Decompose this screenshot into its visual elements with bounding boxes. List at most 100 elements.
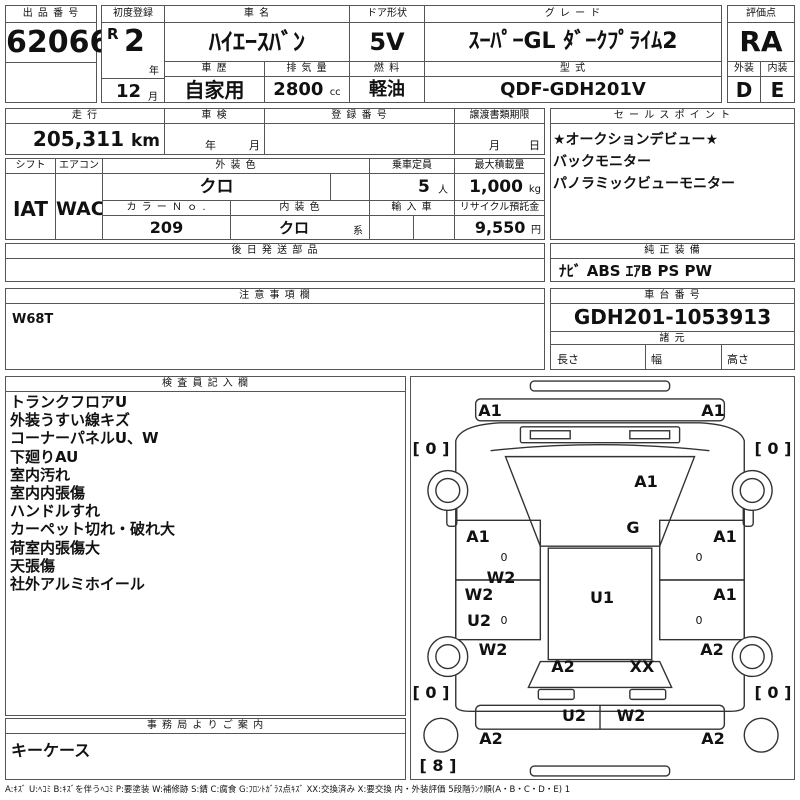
small-mark: 0 xyxy=(500,614,508,627)
damage-mark: A2 xyxy=(701,729,725,748)
interior-grade-label: 内装 xyxy=(761,62,794,77)
vehicle-diagram xyxy=(423,380,779,777)
damage-mark: A1 xyxy=(466,527,490,546)
aircon-label: エアコン xyxy=(56,159,102,174)
recycle-fee-label: リサイクル預託金 xyxy=(455,201,544,216)
wheel-rear-right-hub xyxy=(739,643,765,670)
era: R xyxy=(107,25,119,43)
sales-point-item: バックモニター xyxy=(553,154,651,170)
registration-year: 2 xyxy=(124,24,145,59)
grade-box: グ レ ー ド ｽｰﾊﾟｰGL ﾀﾞｰｸﾌﾟﾗｲﾑ2 xyxy=(424,5,722,62)
door-box: ドア形状 5V xyxy=(349,5,425,62)
max-load-value: 1,000 kg xyxy=(469,175,541,202)
registration-number-box: 登 録 番 号 xyxy=(264,108,455,155)
inspector-notes-box: 検 査 員 記 入 欄 トランクフロアU 外装うすい線キズ コーナーパネルU、W… xyxy=(5,376,406,716)
exterior-color-label: 外 装 色 xyxy=(103,159,369,174)
registration-number-label: 登 録 番 号 xyxy=(265,109,454,124)
notes-label: 注 意 事 項 欄 xyxy=(6,289,544,304)
damage-mark: A1 xyxy=(634,472,658,491)
transfer-month-unit: 月 xyxy=(489,139,500,152)
recycle-fee-unit: 円 xyxy=(531,225,541,236)
interior-grade-box: 内装 E xyxy=(760,61,795,103)
inspector-note: ハンドルすれ xyxy=(10,502,101,521)
lot-number-label: 出 品 番 号 xyxy=(6,6,96,23)
height-label: 高さ xyxy=(727,353,749,366)
tire-mark: [ 0 ] xyxy=(754,683,792,702)
inspector-note: 下廻りAU xyxy=(10,447,79,466)
chassis-box: 車 台 番 号 GDH201-1053913 諸 元 長さ 幅 高さ xyxy=(550,288,795,370)
office-notice-label: 事 務 局 よ り ご 案 内 xyxy=(6,719,405,734)
aircon-box: エアコン WAC xyxy=(55,158,105,240)
history: 自家用 xyxy=(184,78,245,102)
wheels xyxy=(423,469,779,753)
mileage-value: 205,311 km xyxy=(33,126,160,154)
windshield xyxy=(504,455,696,547)
recycle-fee-box: リサイクル預託金 9,550 円 xyxy=(454,200,545,240)
tail-light-right xyxy=(629,688,667,701)
year-unit: 年 xyxy=(149,66,159,77)
tire-mark: [ 0 ] xyxy=(412,439,450,458)
body-outline xyxy=(455,422,745,713)
inspection-box: 車 検 年 月 xyxy=(164,108,265,155)
standard-equipment: ﾅﾋﾞ ABS ｴｱB PS PW xyxy=(559,262,713,280)
month-unit: 月 xyxy=(148,92,158,103)
damage-mark: A2 xyxy=(700,640,724,659)
grade-label: グ レ ー ド xyxy=(425,6,721,23)
inspector-note: 社外アルミホイール xyxy=(10,575,145,594)
length-label: 長さ xyxy=(557,353,579,366)
damage-mark: W2 xyxy=(478,640,508,659)
mileage-box: 走 行 205,311 km xyxy=(5,108,165,155)
chassis-number: GDH201-1053913 xyxy=(573,305,772,329)
fuel-box: 燃 料 軽油 xyxy=(349,61,425,103)
exterior-color: クロ xyxy=(199,177,234,197)
tire-mark: [ 0 ] xyxy=(754,439,792,458)
damage-mark: A1 xyxy=(701,401,725,420)
office-notice-box: 事 務 局 よ り ご 案 内 キーケース xyxy=(5,718,406,780)
grade: ｽｰﾊﾟｰGL ﾀﾞｰｸﾌﾟﾗｲﾑ2 xyxy=(468,29,678,54)
damage-mark: A1 xyxy=(713,585,737,604)
lot-number-box: 出 品 番 号 62066 xyxy=(5,5,110,103)
inspection-label: 車 検 xyxy=(165,109,264,124)
inspector-note: トランクフロアU xyxy=(10,393,128,411)
damage-mark: U1 xyxy=(589,588,615,607)
sales-point-item: ★オークションデビュー★ xyxy=(553,132,719,148)
first-registration-label: 初度登録 xyxy=(102,6,164,23)
notes-box: 注 意 事 項 欄 W68T xyxy=(5,288,545,370)
history-box: 車 歴 自家用 xyxy=(164,61,265,103)
rear-bottom-bar xyxy=(529,765,671,777)
shift-box: シフト IAT xyxy=(5,158,56,240)
displacement-unit: cc xyxy=(329,87,341,98)
transfer-day-unit: 日 xyxy=(529,139,540,152)
interior-color: クロ xyxy=(279,219,310,237)
front-bumper xyxy=(474,398,726,422)
sales-points-label: セ ー ル ス ポ イ ン ト xyxy=(551,109,794,124)
standard-equipment-box: 純 正 装 備 ﾅﾋﾞ ABS ｴｱB PS PW xyxy=(550,243,795,282)
later-parts-label: 後 日 発 送 部 品 xyxy=(6,244,544,259)
front-top-bar xyxy=(529,380,671,392)
mileage-label: 走 行 xyxy=(6,109,164,124)
inspector-note: 外装うすい線キズ xyxy=(10,411,131,430)
recycle-fee: 9,550 xyxy=(474,218,526,237)
small-mark: 0 xyxy=(695,614,703,627)
capacity-unit: 人 xyxy=(438,185,448,196)
capacity-box: 乗車定員 5 人 xyxy=(369,158,455,201)
spare-tire-mark: [ 8 ] xyxy=(419,756,457,775)
first-registration-box: 初度登録 R 2 年 12 月 xyxy=(101,5,165,103)
displacement-value: 2800 cc xyxy=(265,77,349,106)
transfer-deadline-box: 譲渡書類期限 月 日 xyxy=(454,108,545,155)
car-name-box: 車 名 ﾊｲｴｰｽﾊﾞﾝ xyxy=(164,5,350,62)
fuel: 軽油 xyxy=(369,79,405,100)
model-code: QDF-GDH201V xyxy=(500,79,646,100)
office-notice: キーケース xyxy=(11,741,91,760)
damage-mark: A2 xyxy=(551,657,575,676)
color-number-box: カ ラ ー Ｎ ｏ . 209 xyxy=(102,200,231,240)
later-parts-box: 後 日 発 送 部 品 xyxy=(5,243,545,282)
displacement: 2800 xyxy=(273,79,324,100)
color-number-label: カ ラ ー Ｎ ｏ . xyxy=(103,201,230,216)
inspector-notes-list: トランクフロアU 外装うすい線キズ コーナーパネルU、W 下廻りAU 室内汚れ … xyxy=(10,393,401,593)
car-name-label: 車 名 xyxy=(165,6,349,23)
history-label: 車 歴 xyxy=(165,62,264,77)
small-mark: 0 xyxy=(500,551,508,564)
shift: IAT xyxy=(12,197,48,221)
inspector-note: 室内汚れ xyxy=(10,465,71,484)
